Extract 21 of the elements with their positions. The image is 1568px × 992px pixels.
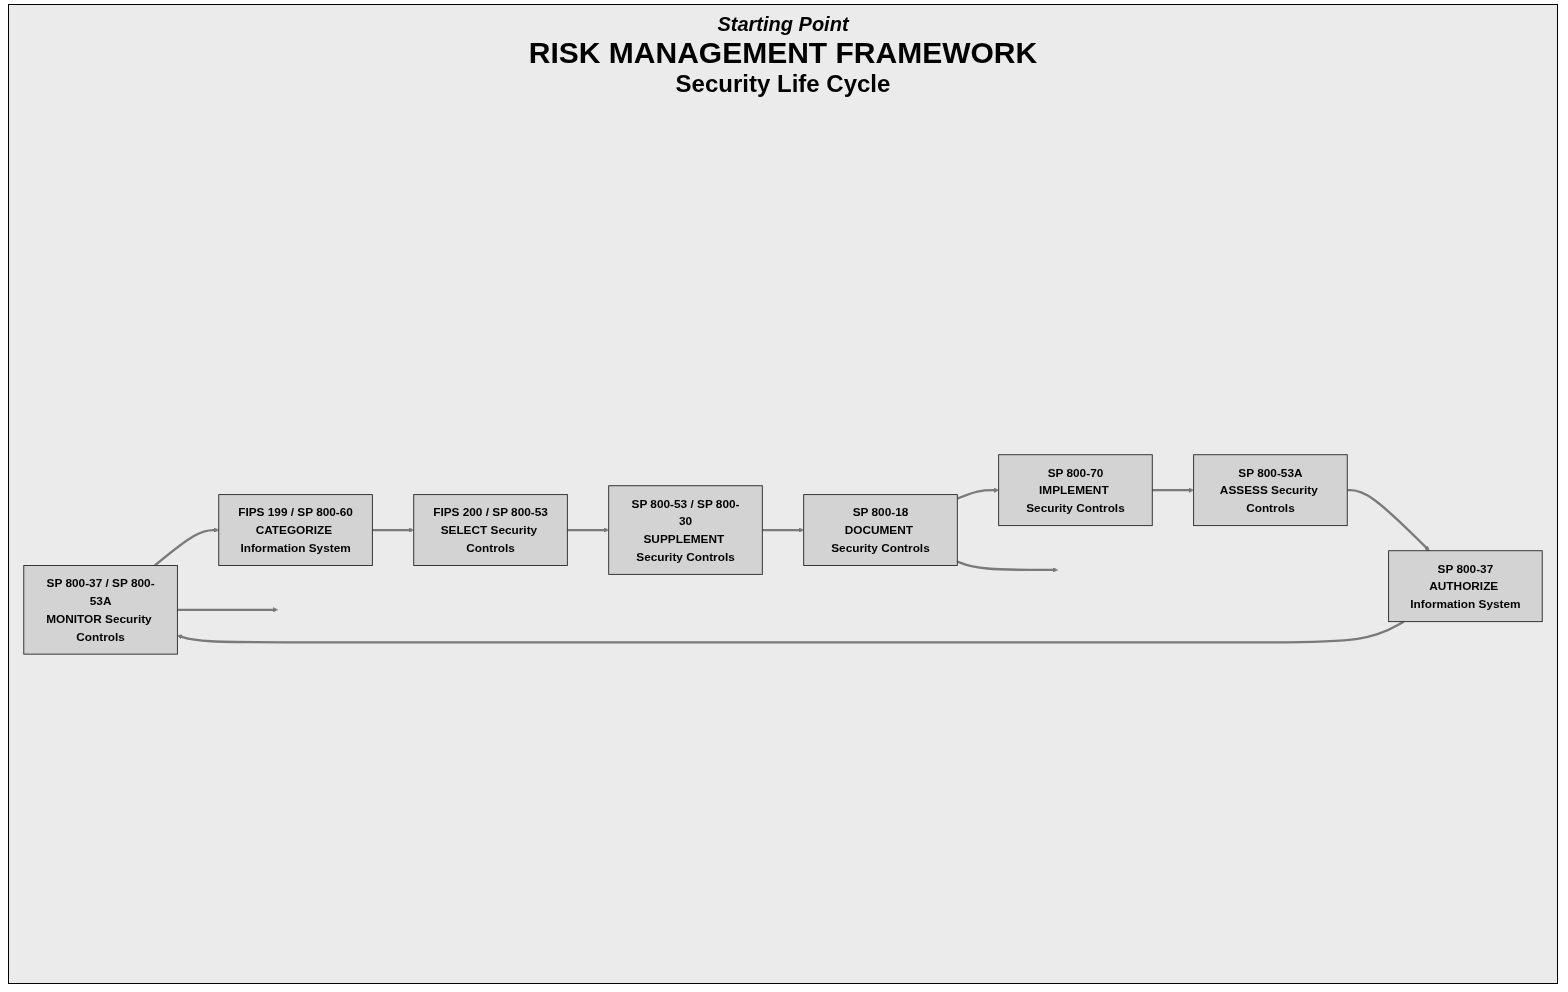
arrow: [567, 527, 609, 533]
arrow: [956, 487, 999, 500]
node-box: SP 800-53A ASSESS Security Controls: [1193, 453, 1348, 526]
node-box: SP 800-18 DOCUMENT Security Controls: [803, 493, 958, 566]
node-box: SP 800-37 / SP 800-53A MONITOR Security Controls: [23, 564, 178, 655]
arrow: [154, 527, 219, 566]
diagram-title: RISK MANAGEMENT FRAMEWORK: [528, 36, 1038, 70]
arrow: [1347, 488, 1430, 551]
node-box: SP 800-70 IMPLEMENT Security Controls: [998, 453, 1153, 526]
node-box: SP 800-53 / SP 800-30 SUPPLEMENT Security Controls: [608, 484, 763, 575]
arrow: [762, 527, 804, 533]
arrow: [177, 606, 279, 612]
arrow: [956, 559, 1058, 573]
node-box: FIPS 200 / SP 800-53 SELECT Security Controls: [413, 493, 568, 566]
node-box: FIPS 199 / SP 800-60 CATEGORIZE Information System: [218, 493, 373, 566]
arrow: [177, 620, 1405, 644]
starting-point-note: Starting Point: [717, 13, 849, 36]
arrow: [1152, 487, 1194, 493]
subtitle: Security Life Cycle: [675, 70, 891, 98]
node-box: SP 800-37 AUTHORIZE Information System: [1388, 549, 1543, 622]
arrow: [372, 527, 414, 533]
